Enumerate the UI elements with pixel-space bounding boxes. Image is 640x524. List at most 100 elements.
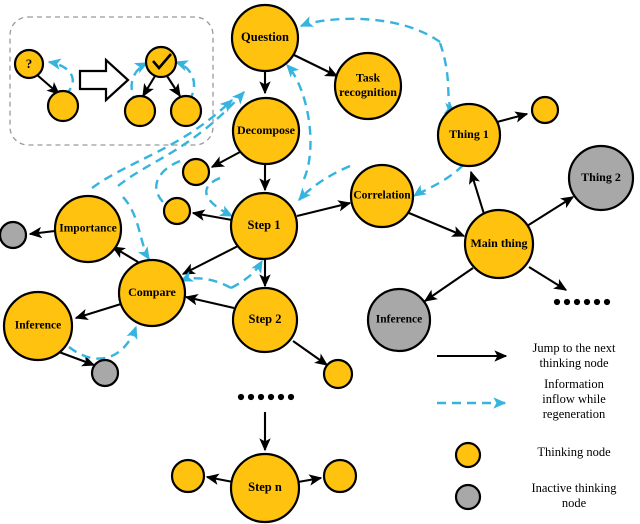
node-sat-importance[interactable] xyxy=(0,220,28,250)
legend: Jump to the next thinking node Informati… xyxy=(437,341,617,511)
edge-importance-satellite xyxy=(28,226,56,239)
node-importance[interactable]: Importance xyxy=(53,194,123,264)
dashed-edge-step1-question xyxy=(286,64,312,180)
ellipsis-layer xyxy=(237,298,611,401)
node-inference-right[interactable]: Inference xyxy=(366,287,432,353)
legend-yellow-circle-icon xyxy=(454,441,482,469)
node-circle-sat-step2[interactable] xyxy=(322,358,354,390)
node-step2[interactable]: Step 2 xyxy=(231,286,299,354)
node-label-correlation: Correlation xyxy=(353,190,411,202)
node-stepn[interactable]: Step n xyxy=(229,452,301,524)
edge-main-thing-inference xyxy=(423,267,474,302)
edge-decompose-satellite xyxy=(210,151,241,168)
legend-inflow-line-3: regeneration xyxy=(543,407,606,421)
legend-inflow-line-1: Information xyxy=(544,377,604,391)
inset-solved-node xyxy=(144,45,178,79)
edge-stepn-satellite-left xyxy=(205,473,234,485)
node-compare[interactable]: Compare xyxy=(117,258,187,328)
node-inference-left[interactable]: Inference xyxy=(2,290,74,362)
legend-inactive-line-2: node xyxy=(562,496,587,510)
edge-step2-compare xyxy=(184,294,235,310)
node-circle-step1[interactable] xyxy=(229,191,299,261)
node-circle-step2[interactable] xyxy=(231,286,299,354)
node-decompose[interactable]: Decompose xyxy=(231,96,301,166)
node-label-main-thing: Main thing xyxy=(470,236,527,250)
node-circle-decompose[interactable] xyxy=(231,96,301,166)
node-circle-question[interactable] xyxy=(230,3,300,73)
solid-edge-layer xyxy=(28,54,575,486)
inset-border xyxy=(9,16,214,146)
node-sat-stepn-right[interactable] xyxy=(322,458,358,494)
node-sat-decompose[interactable] xyxy=(181,157,211,187)
check-icon xyxy=(152,53,172,70)
node-circle-sat-decompose[interactable] xyxy=(181,157,211,187)
dashed-edge-step2-compare-info xyxy=(179,271,232,290)
ellipsis-right-main-thing xyxy=(553,298,611,306)
legend-inflow-line-2: inflow while xyxy=(542,392,606,406)
edge-step1-satellite xyxy=(191,209,233,222)
right-arrow-icon xyxy=(78,57,130,103)
node-label-decompose: Decompose xyxy=(237,123,296,137)
edge-compare-inference xyxy=(74,302,122,320)
node-thing2[interactable]: Thing 2 xyxy=(567,144,635,212)
node-label-thing2: Thing 2 xyxy=(581,170,621,184)
dashed-edge-decompose-inner xyxy=(205,176,234,218)
node-circle-inference-right[interactable] xyxy=(366,287,432,353)
node-circle-thing2[interactable] xyxy=(567,144,635,212)
node-label-step1: Step 1 xyxy=(248,218,281,232)
node-circle-sat-stepn-left[interactable] xyxy=(170,458,206,494)
inset-question-node xyxy=(13,48,45,80)
ellipsis-below-step2 xyxy=(237,393,295,401)
node-circle-sat-importance[interactable] xyxy=(0,220,28,250)
dashed-edge-to-compare xyxy=(122,196,151,261)
dashed-edge-left-to-decompose xyxy=(91,99,233,189)
edge-step1-correlation xyxy=(296,200,352,218)
node-label-thing1: Thing 1 xyxy=(449,127,489,141)
inset-regeneration-panel: ? xyxy=(9,16,214,146)
edge-correlation-main-thing xyxy=(408,212,466,237)
legend-inactive-line-1: Inactive thinking xyxy=(531,481,617,495)
node-sat-thing1[interactable] xyxy=(530,95,560,125)
edge-stepn-satellite-right xyxy=(297,474,323,486)
node-circle-sat-stepn-right[interactable] xyxy=(322,458,358,494)
node-sat-inference-left[interactable] xyxy=(90,358,120,388)
node-label-importance: Importance xyxy=(59,223,117,235)
node-label-inference-left: Inference xyxy=(15,320,61,332)
node-circle-thing1[interactable] xyxy=(436,102,502,168)
legend-jump-line-1: Jump to the next xyxy=(533,341,617,355)
node-step1[interactable]: Step 1 xyxy=(229,191,299,261)
node-circle-importance[interactable] xyxy=(53,194,123,264)
node-circle-stepn[interactable] xyxy=(229,452,301,524)
legend-thinking-node-label: Thinking node xyxy=(537,445,611,459)
node-label-task-recognition: Task xyxy=(356,71,381,85)
node-circle-compare[interactable] xyxy=(117,258,187,328)
node-circle-main-thing[interactable] xyxy=(463,208,535,280)
edge-thing1-satellite xyxy=(496,111,529,124)
node-circle-sat-step1[interactable] xyxy=(162,196,192,226)
dashed-edge-correlation-step1 xyxy=(298,164,351,201)
edge-main-thing-thing1 xyxy=(468,170,486,215)
legend-jump-line-2: thinking node xyxy=(539,356,609,370)
node-circle-task-recognition[interactable] xyxy=(333,51,403,121)
node-sat-step1[interactable] xyxy=(162,196,192,226)
node-sat-stepn-left[interactable] xyxy=(170,458,206,494)
edge-question-task-recognition xyxy=(293,54,339,77)
node-sat-step2[interactable] xyxy=(322,358,354,390)
node-circle-sat-thing1[interactable] xyxy=(530,95,560,125)
dashed-edge-to-question xyxy=(299,16,441,43)
dashed-edge-thing1-correlation xyxy=(412,164,464,198)
node-circle-correlation[interactable] xyxy=(349,163,415,229)
node-thing1[interactable]: Thing 1 xyxy=(436,102,502,168)
node-circle-sat-inference-left[interactable] xyxy=(90,358,120,388)
legend-gray-circle-icon xyxy=(454,483,482,511)
node-main-thing[interactable]: Main thing xyxy=(463,208,535,280)
node-label-question: Question xyxy=(241,30,289,44)
edge-step2-satellite xyxy=(292,340,329,366)
dashed-edge-left-to-decompose-2 xyxy=(117,91,245,187)
node-question[interactable]: Question xyxy=(230,3,300,73)
node-circle-inference-left[interactable] xyxy=(2,290,74,362)
node-correlation[interactable]: Correlation xyxy=(349,163,415,229)
